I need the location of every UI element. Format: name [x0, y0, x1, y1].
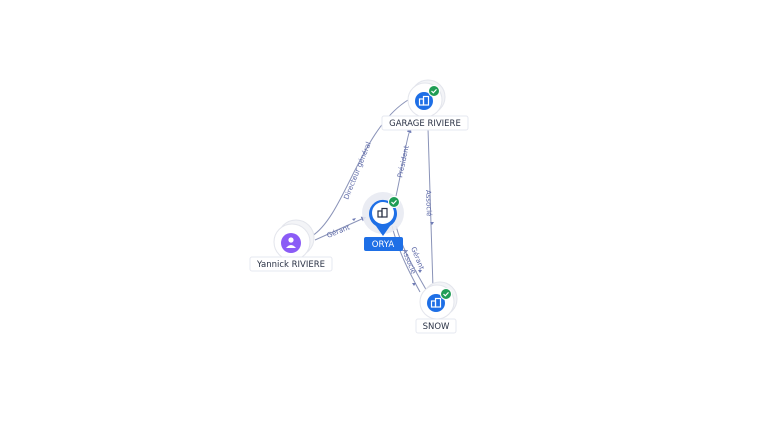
edge-label-gerant-orya: Gérant: [326, 223, 352, 240]
verified-check-icon: [440, 288, 452, 300]
verified-check-icon: [428, 85, 440, 97]
edge-arrow-marker: [418, 270, 422, 273]
edge-directeur-general: [311, 99, 409, 237]
person-node-circle: [281, 233, 301, 253]
edge-gerant-orya: [314, 216, 367, 241]
verified-check-icon: [388, 196, 400, 208]
node-label: ORYA: [372, 240, 395, 250]
edge-associe-garage-snow: [427, 127, 434, 289]
edge-arrow-marker: [430, 222, 434, 225]
node-snow[interactable]: SNOW: [415, 281, 458, 334]
edge-label-president: Président: [396, 145, 411, 179]
edge-label-associe-garage-snow: Associé: [424, 190, 433, 217]
node-garage-riviere[interactable]: GARAGE RIVIERE: [381, 79, 469, 131]
node-orya[interactable]: ORYA: [362, 192, 404, 251]
node-label: Yannick RIVIERE: [256, 260, 325, 270]
building-icon: [377, 207, 388, 218]
edge-arrow-marker: [352, 218, 356, 221]
node-label: SNOW: [423, 322, 450, 332]
building-icon: [418, 95, 430, 106]
edge-label-directeur-general: Directeur général: [342, 141, 372, 201]
person-icon: [286, 237, 296, 248]
building-icon: [430, 297, 442, 308]
edge-president: [395, 127, 412, 197]
node-label: GARAGE RIVIERE: [389, 119, 461, 129]
edge-gerant-snow: [395, 225, 429, 294]
edge-associe-orya-snow: [391, 225, 421, 293]
node-yannick-riviere[interactable]: Yannick RIVIERE: [249, 219, 333, 272]
edge-arrow-marker: [412, 283, 416, 286]
